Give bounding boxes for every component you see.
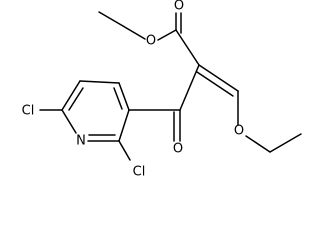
bond-alpha-ketone-c xyxy=(179,64,200,111)
bond-ring-c2-c3 xyxy=(118,109,130,142)
atom-label-ring-n: N xyxy=(76,134,86,149)
bond-ethyl-ch2-o xyxy=(122,25,146,40)
bond-ethyl-ch3-ch2 xyxy=(98,11,124,27)
bond-ring-c5-c6-b xyxy=(68,87,84,111)
bond-ring-c3-c4-b xyxy=(113,87,123,110)
atom-label-vinyl-ether-o: O xyxy=(234,124,244,139)
atom-label-ester-carbonyl-o: O xyxy=(174,0,184,14)
bond-c2-cl xyxy=(118,140,131,161)
structure-diagram: O O O O N Cl Cl xyxy=(22,0,302,180)
bond-ring-c3-c4-a xyxy=(118,82,130,111)
atom-label-cl-6: Cl xyxy=(22,104,35,119)
bond-alpha-vinyl-double-b xyxy=(196,71,234,97)
bond-o-ester-carbon xyxy=(157,29,177,41)
bond-ethoxy-ch2-ch3 xyxy=(269,133,302,153)
bond-ring-c4-c5 xyxy=(79,80,120,84)
bond-ring-c5-c6-a xyxy=(61,80,81,111)
bond-ring-c6-n1 xyxy=(61,109,77,134)
bond-ester-c-alpha-c xyxy=(175,29,200,66)
atom-label-ketone-o: O xyxy=(173,142,183,157)
bond-alpha-vinyl-double-a xyxy=(198,64,239,92)
atom-label-cl-2: Cl xyxy=(133,165,146,180)
bond-o-ethoxy-ch2 xyxy=(245,135,271,153)
atom-label-ester-ether-o: O xyxy=(146,34,156,49)
